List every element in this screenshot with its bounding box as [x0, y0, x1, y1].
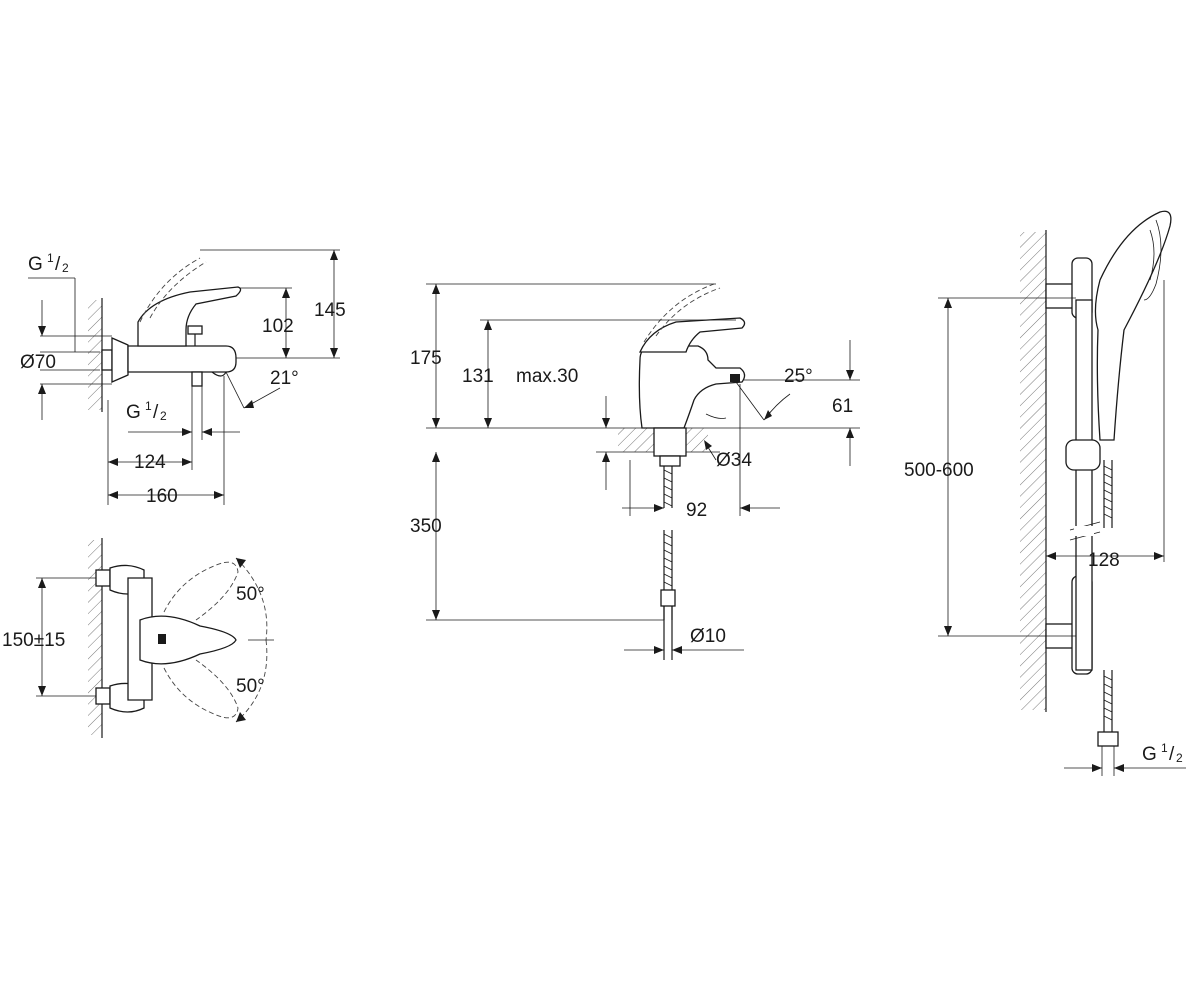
- escutcheon: [111, 337, 129, 383]
- hose-nut: [1097, 731, 1119, 747]
- dim-depth-124: 124: [134, 452, 166, 473]
- dim-hose-diameter-10: Ø10: [690, 626, 726, 647]
- basin-mixer-body: [638, 345, 746, 429]
- dim-centres-150: 150±15: [2, 630, 65, 651]
- hose-thread-numerator: 1: [1161, 741, 1168, 755]
- basin-mixer-view: [426, 283, 860, 660]
- dim-angle-21: 21°: [270, 368, 299, 389]
- top-bracket-base: [1045, 283, 1077, 309]
- shower-hose: [1097, 460, 1119, 776]
- shower-rail: [1075, 299, 1093, 671]
- diverter-knob: [187, 325, 203, 335]
- rail-slider: [1065, 439, 1101, 471]
- hose-thread-letter: G: [1142, 744, 1157, 765]
- mounting-nut: [653, 427, 687, 457]
- lever-handle-front: [139, 615, 237, 665]
- dim-angle-up-50: 50°: [236, 584, 265, 605]
- dim-rail-500-600: 500-600: [904, 460, 974, 481]
- outlet-thread-slash: /: [153, 402, 159, 423]
- deck-hatch-right: [686, 428, 708, 452]
- dim-height-145: 145: [314, 300, 346, 321]
- dim-projection-92: 92: [686, 500, 707, 521]
- dim-projection-128: 128: [1088, 550, 1120, 571]
- dim-hole-34: Ø34: [716, 450, 752, 471]
- bath-mixer-front-view: [36, 538, 274, 738]
- inlet-thread-letter: G: [28, 254, 43, 275]
- dim-deck-max30: max.30: [516, 366, 578, 387]
- mixer-body: [127, 345, 237, 373]
- wall-hatch-shower: [1020, 232, 1046, 710]
- dim-height-102: 102: [262, 316, 294, 337]
- dim-angle-25: 25°: [784, 366, 813, 387]
- outlet-thread-denominator: 2: [160, 409, 167, 423]
- hand-shower: [1094, 210, 1172, 441]
- basin-mixer-labels: 175 131 max.30 25° 61 Ø34 92 350 Ø10: [410, 348, 853, 647]
- inlet-thread-numerator: 1: [47, 251, 54, 265]
- deck-hatch-left: [618, 428, 656, 452]
- hose-thread-denominator: 2: [1176, 751, 1183, 765]
- bath-mixer-side-labels: G 1 / 2 Ø70 102 145 21° G 1 / 2 124 160: [20, 251, 346, 507]
- hose-thread-slash: /: [1169, 744, 1175, 765]
- dim-depth-160: 160: [146, 486, 178, 507]
- basin-lever: [638, 317, 746, 353]
- wall-connector: [101, 349, 113, 371]
- dim-hose-350: 350: [410, 516, 442, 537]
- shower-rail-view: [938, 210, 1186, 776]
- inlet-thread-slash: /: [55, 254, 61, 275]
- bath-mixer-front-labels: 150±15 50° 50°: [2, 584, 265, 697]
- dim-spout-61: 61: [832, 396, 853, 417]
- bath-outlet: [191, 371, 203, 387]
- wall-hatch: [88, 300, 102, 410]
- supply-hoses: [660, 466, 676, 660]
- shower-rail-labels: 500-600 128 G 1 / 2: [904, 460, 1183, 765]
- dim-height-131: 131: [462, 366, 494, 387]
- dim-diameter-70: Ø70: [20, 352, 56, 373]
- outlet-thread-numerator: 1: [145, 399, 152, 413]
- lever-handle: [137, 286, 242, 347]
- wall-hatch-front: [88, 540, 102, 735]
- dim-angle-down-50: 50°: [236, 676, 265, 697]
- bath-mixer-side-view: [28, 249, 340, 505]
- dim-height-175: 175: [410, 348, 442, 369]
- outlet-thread-letter: G: [126, 402, 141, 423]
- inlet-thread-denominator: 2: [62, 261, 69, 275]
